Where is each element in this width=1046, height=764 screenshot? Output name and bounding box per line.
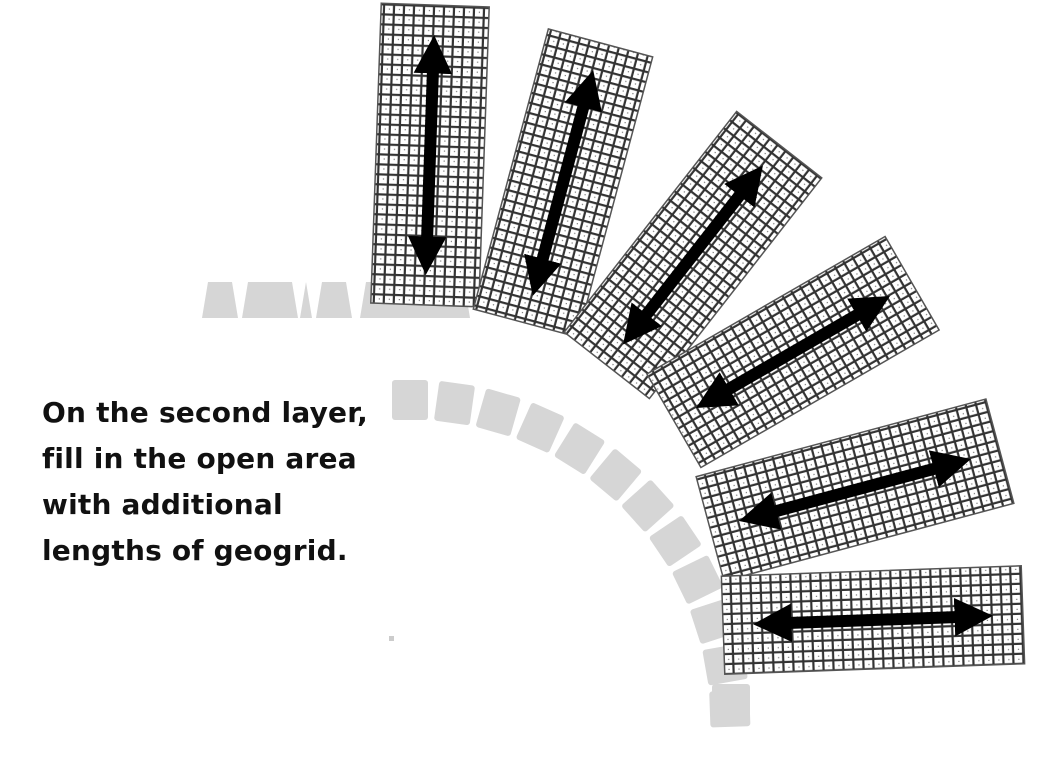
- wall-block: [434, 381, 475, 426]
- instruction-line: On the second layer,: [42, 396, 368, 429]
- stray-dot: [389, 636, 394, 641]
- geogrid-strip: [720, 565, 1026, 675]
- wall-block: [476, 388, 521, 436]
- geogrid-strip: [472, 28, 654, 338]
- wall-block: [242, 282, 298, 318]
- direction-arrow: [739, 450, 971, 530]
- instruction-line: with additional: [42, 488, 283, 521]
- direction-arrow: [696, 296, 890, 408]
- wall-block: [202, 282, 238, 318]
- geogrid-strip: [645, 235, 941, 469]
- geogrid-strips: [370, 2, 1026, 675]
- direction-arrow: [524, 70, 602, 296]
- instruction-line: fill in the open area: [42, 442, 357, 475]
- wall-block: [672, 555, 723, 604]
- wall-block: [649, 516, 701, 567]
- wall-block: [554, 423, 605, 474]
- wall-block: [316, 282, 352, 318]
- wall-block: [392, 380, 428, 420]
- wall-block: [516, 403, 564, 453]
- direction-arrow: [753, 597, 993, 643]
- wall-block: [712, 684, 750, 722]
- geogrid-strip: [695, 398, 1015, 582]
- wall-block: [590, 449, 642, 501]
- wall-block: [300, 282, 312, 318]
- geogrid-strip: [370, 2, 490, 308]
- direction-arrow: [623, 165, 763, 345]
- instruction-text: On the second layer, fill in the open ar…: [42, 390, 422, 574]
- direction-arrow: [407, 35, 453, 275]
- wall-block: [622, 480, 674, 532]
- instruction-line: lengths of geogrid.: [42, 534, 348, 567]
- geogrid-strip: [563, 110, 823, 400]
